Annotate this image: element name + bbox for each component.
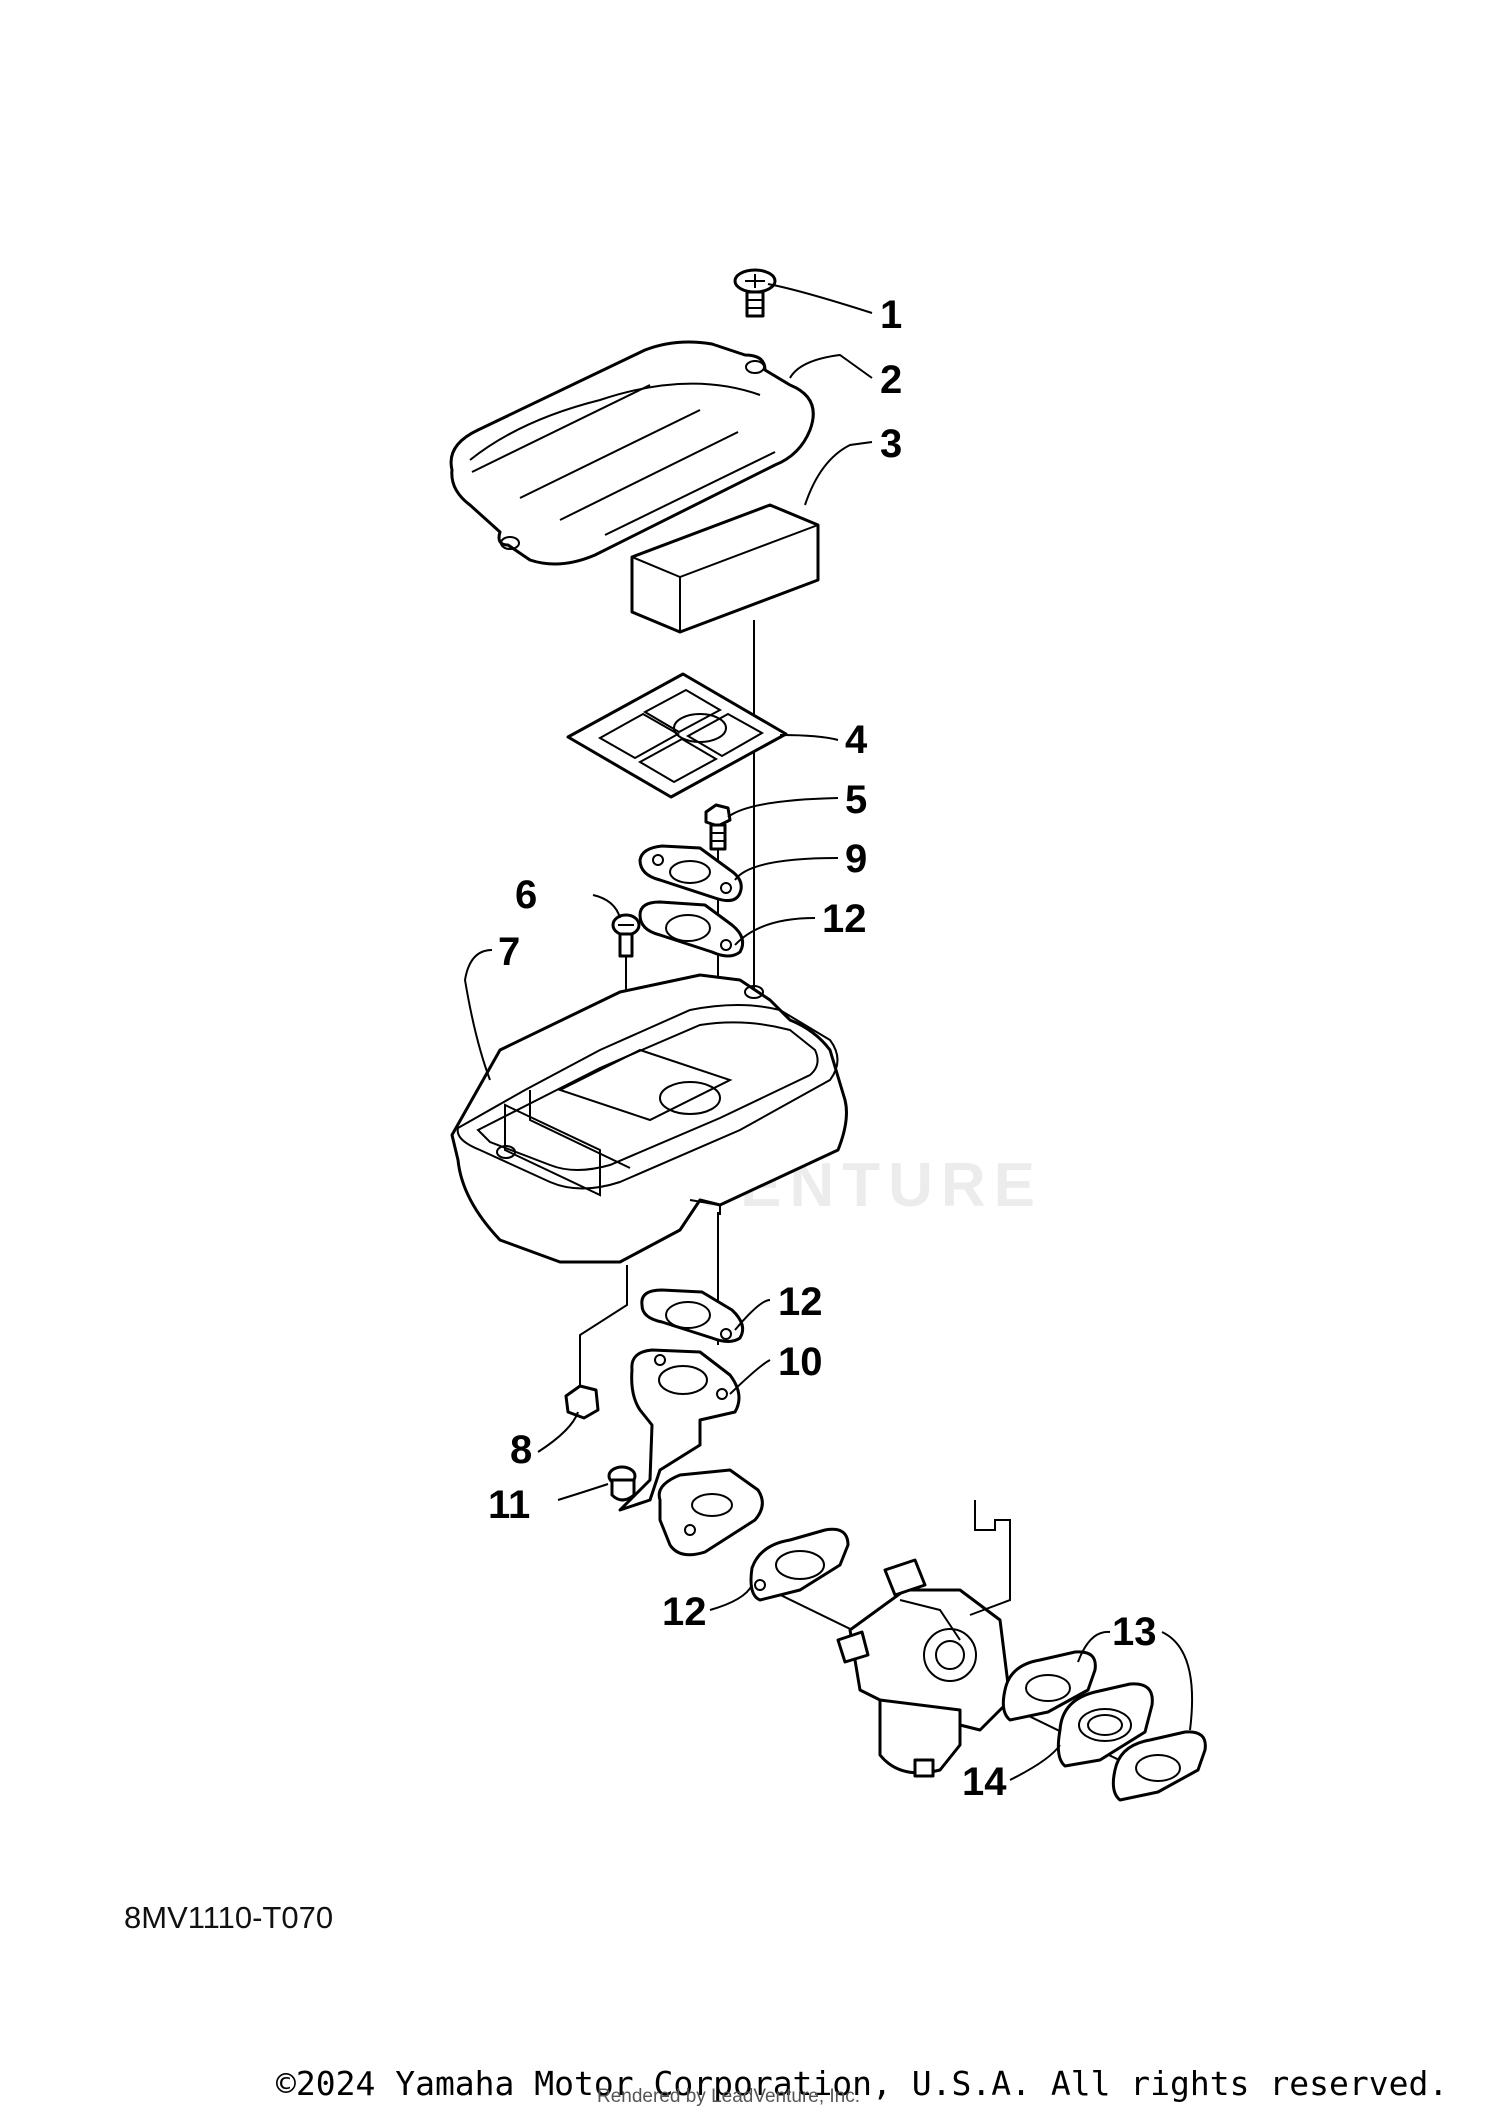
callout-14: 14 (962, 1760, 1007, 1804)
air-cleaner-case-part (450, 973, 848, 1264)
callout-4: 4 (845, 718, 868, 762)
diagram-code: 8MV1110-T070 (124, 1900, 334, 1935)
gasket-part (749, 1527, 850, 1602)
foam-element-part (630, 503, 820, 634)
air-cleaner-cover-part (449, 340, 815, 566)
plug-part (607, 1465, 637, 1502)
callout-12: 12 (662, 1590, 707, 1634)
callout-13: 13 (1112, 1610, 1157, 1654)
screw-part (611, 913, 641, 958)
leader-lines (463, 283, 1194, 1781)
callout-12: 12 (822, 897, 867, 941)
callout-10: 10 (778, 1340, 823, 1384)
gasket-part (1001, 1650, 1097, 1722)
callout-9: 9 (845, 837, 867, 881)
gasket-part (640, 1288, 745, 1343)
insulator-part (1056, 1682, 1154, 1768)
rendered-by-note: Rendered by LeadVenture, Inc. (597, 2086, 861, 2107)
callout-7: 7 (498, 930, 520, 974)
gasket-part (1111, 1730, 1207, 1802)
callout-3: 3 (880, 422, 902, 466)
intake-joint-part (618, 1348, 764, 1557)
nut-part (564, 1384, 600, 1420)
callout-8: 8 (510, 1428, 532, 1472)
callout-11: 11 (488, 1483, 530, 1527)
screw-part (733, 268, 777, 318)
callout-12: 12 (778, 1280, 823, 1324)
copyright-notice: ©2024 Yamaha Motor Corporation, U.S.A. A… (276, 2064, 1449, 2103)
gasket-part (638, 844, 743, 903)
filter-plate-part (566, 672, 788, 799)
carburetor-part (836, 1500, 1012, 1778)
callout-labels: 1 2 3 4 5 9 6 12 7 12 10 8 11 12 13 14 (488, 293, 1157, 1804)
callout-2: 2 (880, 358, 902, 402)
bolt-part (704, 803, 732, 851)
gasket-part (638, 900, 745, 958)
callout-6: 6 (515, 873, 537, 917)
callout-1: 1 (880, 293, 902, 337)
callout-5: 5 (845, 778, 867, 822)
